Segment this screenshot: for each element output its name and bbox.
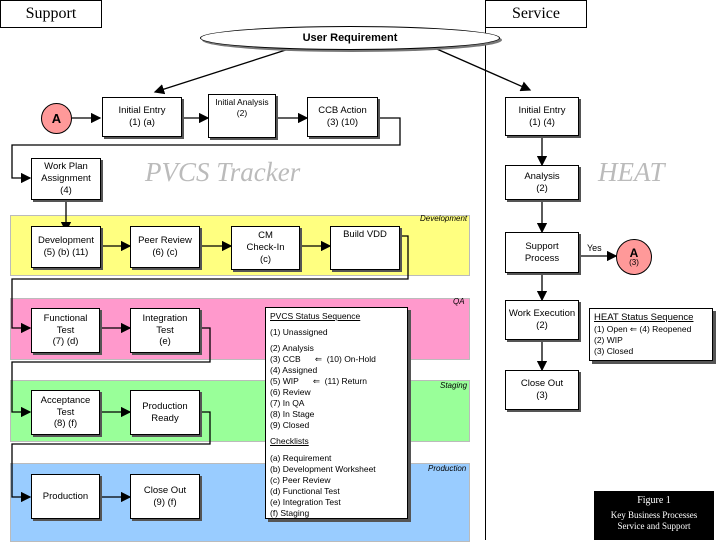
heat-status-item: (2) WIP <box>594 335 623 346</box>
column-divider <box>485 26 486 540</box>
service-header: Service <box>485 0 587 28</box>
production-band-label: Production <box>428 464 467 473</box>
heat-status-item: (1) Open ⇐ (4) Reopened <box>594 324 692 335</box>
ccb-action-box: CCB Action (3) (10) <box>307 97 378 137</box>
peer-review-box: Peer Review (6) (c) <box>130 226 200 268</box>
figure-caption-box: Figure 1 Key Business Processes Service … <box>594 491 714 540</box>
connector-a-circle: A <box>41 103 72 134</box>
pvcs-status-item: (6) Review <box>270 387 311 398</box>
heat-status-panel: HEAT Status Sequence (1) Open ⇐ (4) Reop… <box>589 308 713 361</box>
support-header: Support <box>0 0 102 28</box>
pvcs-tracker-watermark: PVCS Tracker <box>145 157 301 187</box>
close-out-box: Close Out (9) (f) <box>130 474 200 519</box>
checklists-title: Checklists <box>270 436 309 447</box>
initial-analysis-box: Initial Analysis (2) <box>208 94 276 138</box>
checklist-item: (d) Functional Test <box>270 485 340 496</box>
build-vdd-box: Build VDD <box>330 226 400 270</box>
service-initial-entry-box: Initial Entry (1) (4) <box>505 97 579 136</box>
work-execution-box: Work Execution (2) <box>505 300 579 340</box>
acceptance-test-box: Acceptance Test (8) (f) <box>31 390 100 435</box>
service-analysis-box: Analysis (2) <box>505 165 579 200</box>
pvcs-status-item: (4) Assigned <box>270 365 318 376</box>
pvcs-status-item: (9) Closed <box>270 420 310 431</box>
connector-a3-letter: A <box>629 245 639 260</box>
checklist-item: (c) Peer Review <box>270 474 331 485</box>
development-band-label: Development <box>420 214 468 223</box>
checklist-item: (e) Integration Test <box>270 496 341 507</box>
pvcs-status-item: (8) In Stage <box>270 409 315 420</box>
production-box: Production <box>31 474 100 519</box>
heat-status-title: HEAT Status Sequence <box>594 312 694 323</box>
user-requirement-label: User Requirement <box>302 32 398 44</box>
staging-band-label: Staging <box>440 381 468 390</box>
figure-title: Figure 1 <box>637 495 671 506</box>
connector-a3-circle: A (3) <box>616 239 652 275</box>
connector-a3-number: (3) <box>629 258 639 268</box>
heat-watermark: HEAT <box>598 157 665 187</box>
service-close-out-box: Close Out (3) <box>505 370 579 410</box>
pvcs-status-item: (1) Unassigned <box>270 327 328 338</box>
checklist-item: (f) Staging <box>270 507 310 518</box>
pvcs-status-item: (7) In QA <box>270 398 305 409</box>
qa-band-label: QA <box>453 297 465 306</box>
support-process-box: Support Process <box>505 232 579 273</box>
yes-label: Yes <box>587 243 602 253</box>
heat-status-item: (3) Closed <box>594 346 634 357</box>
development-box: Development (5) (b) (11) <box>31 226 101 268</box>
work-plan-box: Work Plan Assignment (4) <box>31 158 101 200</box>
initial-entry-box: Initial Entry (1) (a) <box>102 97 182 137</box>
pvcs-status-panel: PVCS Status Sequence (1) Unassigned (2) … <box>265 307 408 519</box>
pvcs-status-title: PVCS Status Sequence <box>270 311 361 321</box>
pvcs-status-item: (5) WIP ⇐ (11) Return <box>270 376 368 387</box>
user-requirement-ellipse: User Requirement <box>200 26 500 50</box>
functional-test-box: Functional Test (7) (d) <box>31 308 100 353</box>
cm-checkin-box: CM Check-In (c) <box>231 226 300 270</box>
pvcs-status-item: (3) CCB ⇐ (10) On-Hold <box>270 354 376 365</box>
checklist-item: (b) Development Worksheet <box>270 463 376 474</box>
integration-test-box: Integration Test (e) <box>130 308 200 353</box>
connector-a-label: A <box>51 111 62 126</box>
production-ready-box: Production Ready <box>130 390 200 435</box>
pvcs-status-item: (2) Analysis <box>270 343 314 354</box>
figure-caption: Key Business Processes Service and Suppo… <box>610 510 698 532</box>
checklist-item: (a) Requirement <box>270 452 332 463</box>
